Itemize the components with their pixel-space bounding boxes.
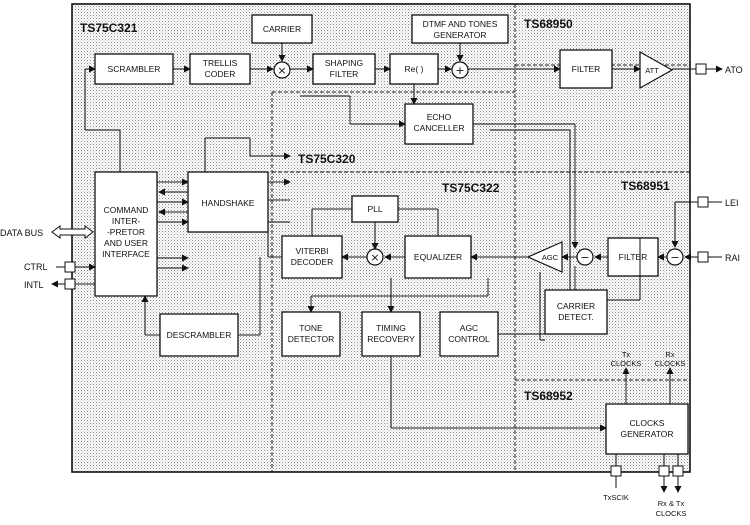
svg-text:EQUALIZER: EQUALIZER: [414, 252, 462, 262]
svg-text:×: ×: [277, 64, 286, 77]
rai-label: RAI: [725, 253, 740, 263]
lower-wiring: [307, 238, 641, 432]
echo-wiring: [300, 84, 579, 290]
svg-text:AGC: AGC: [460, 323, 478, 333]
scrambler-block: SCRAMBLER: [94, 53, 174, 85]
carrier-block: CARRIER: [251, 14, 313, 44]
ctrl-label: CTRL: [24, 262, 48, 272]
svg-text:PLL: PLL: [367, 204, 382, 214]
svg-text:COMMAND: COMMAND: [104, 205, 149, 215]
svg-text:CODER: CODER: [205, 69, 236, 79]
chip-label-ts68951: TS68951: [621, 179, 670, 193]
chip-label-ts75c321: TS75C321: [80, 21, 138, 35]
rx-clocks-label-line1: Rx: [665, 350, 674, 359]
clock-wiring: [610, 367, 684, 493]
re-block: Re( ): [389, 53, 439, 85]
svg-text:SHAPING: SHAPING: [325, 58, 363, 68]
svg-text:GENERATOR: GENERATOR: [620, 429, 673, 439]
handshake-wiring: [157, 137, 291, 272]
svg-text:INTER-: INTER-: [112, 216, 141, 226]
tx-clocks-label-line2: CLOCKS: [611, 359, 642, 368]
svg-text:CLOCKS: CLOCKS: [630, 418, 665, 428]
svg-text:CANCELLER: CANCELLER: [413, 123, 464, 133]
svg-text:ECHO: ECHO: [427, 112, 452, 122]
svg-text:TONE: TONE: [299, 323, 323, 333]
shaping-filter-block: SHAPING FILTER: [312, 53, 376, 85]
rx-wiring: [267, 196, 722, 290]
chip-label-ts68950: TS68950: [524, 17, 573, 31]
svg-text:CARRIER: CARRIER: [557, 301, 595, 311]
ato-label: ATO: [725, 65, 743, 75]
svg-text:SCRAMBLER: SCRAMBLER: [108, 64, 161, 74]
svg-text:HANDSHAKE: HANDSHAKE: [202, 198, 255, 208]
svg-text:FILTER: FILTER: [572, 64, 601, 74]
filter-rx-block: FILTER: [607, 237, 659, 277]
intl-label: INTL: [24, 280, 44, 290]
descrambler-wiring: [141, 257, 261, 336]
agc-control-block: AGC CONTROL: [439, 311, 499, 357]
viterbi-decoder-block: VITERBI DECODER: [281, 235, 343, 279]
svg-text:AND USER: AND USER: [104, 238, 148, 248]
tone-detector-block: TONE DETECTOR: [281, 311, 341, 357]
txsclk-label: TxSCIK: [603, 493, 629, 502]
svg-text:DETECTOR: DETECTOR: [288, 334, 335, 344]
svg-text:+: +: [455, 64, 464, 77]
rx-clocks-label-line2: CLOCKS: [655, 359, 686, 368]
adder-tx-symbol: +: [451, 61, 469, 79]
rxtx-clocks-label-line1: Rx & Tx: [658, 499, 685, 508]
subtractor-lei-symbol: −: [666, 248, 684, 266]
svg-text:RECOVERY: RECOVERY: [367, 334, 415, 344]
svg-text:FILTER: FILTER: [330, 69, 359, 79]
svg-text:CONTROL: CONTROL: [448, 334, 490, 344]
svg-text:ATT: ATT: [645, 66, 659, 75]
multiplier-tx-symbol: ×: [273, 61, 291, 79]
subtractor-echo-symbol: −: [576, 248, 594, 266]
chip-label-ts75c320: TS75C320: [298, 152, 356, 166]
pll-block: PLL: [351, 195, 399, 223]
svg-text:DECODER: DECODER: [291, 257, 334, 267]
trellis-coder-block: TRELLIS CODER: [189, 53, 251, 85]
svg-text:AGC: AGC: [542, 253, 559, 262]
svg-text:VITERBI: VITERBI: [295, 246, 328, 256]
svg-text:DESCRAMBLER: DESCRAMBLER: [167, 330, 232, 340]
chip-label-ts75c322: TS75C322: [442, 181, 500, 195]
svg-text:DETECT.: DETECT.: [558, 312, 593, 322]
filter-tx-block: FILTER: [559, 49, 613, 89]
svg-text:GENERATOR: GENERATOR: [433, 30, 486, 40]
chip-label-ts68952: TS68952: [524, 389, 573, 403]
tx-wiring: [84, 43, 723, 172]
svg-text:TIMING: TIMING: [376, 323, 406, 333]
dtmf-generator-block: DTMF AND TONES GENERATOR: [411, 14, 509, 44]
echo-canceller-block: ECHO CANCELLER: [404, 103, 474, 145]
svg-text:−: −: [580, 251, 589, 264]
equalizer-block: EQUALIZER: [404, 235, 472, 279]
data-bus-arrow: [51, 225, 94, 239]
clocks-generator-block: CLOCKS GENERATOR: [605, 403, 689, 455]
svg-text:-PRETOR: -PRETOR: [107, 227, 145, 237]
descrambler-block: DESCRAMBLER: [159, 313, 239, 357]
ctrl-intl-pins: [51, 261, 96, 290]
svg-text:TRELLIS: TRELLIS: [203, 58, 238, 68]
lei-label: LEI: [725, 198, 739, 208]
command-interpreter-block: COMMAND INTER- -PRETOR AND USER INTERFAC…: [94, 171, 158, 297]
rxtx-clocks-label-line2: CLOCKS: [656, 509, 687, 518]
handshake-block: HANDSHAKE: [187, 171, 269, 233]
svg-text:Re( ): Re( ): [405, 64, 424, 74]
carrier-detect-block: CARRIER DETECT.: [544, 289, 608, 335]
svg-text:INTERFACE: INTERFACE: [102, 249, 150, 259]
tx-clocks-label-line1: Tx: [622, 350, 631, 359]
svg-text:×: ×: [370, 251, 379, 264]
timing-recovery-block: TIMING RECOVERY: [361, 311, 421, 357]
svg-text:DTMF AND TONES: DTMF AND TONES: [423, 19, 498, 29]
svg-text:FILTER: FILTER: [619, 252, 648, 262]
svg-text:CARRIER: CARRIER: [263, 24, 301, 34]
multiplier-rx-symbol: ×: [366, 248, 384, 266]
svg-text:−: −: [670, 251, 679, 264]
data-bus-label: DATA BUS: [0, 228, 43, 238]
